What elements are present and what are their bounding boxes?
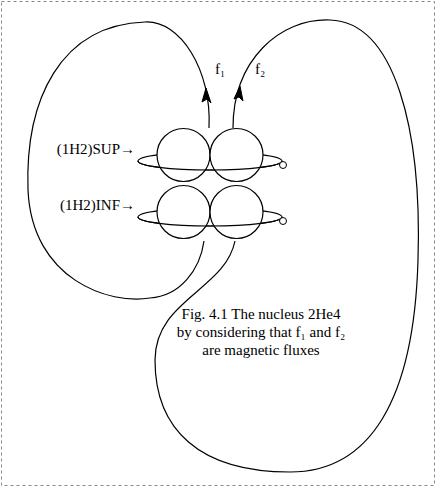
figure-caption: Fig. 4.1 The nucleus 2He4 by considering… [172,305,350,359]
nucleon-circle [210,129,263,182]
ring-end-dot [280,218,287,225]
flux-loop [155,20,418,472]
flux-arrowhead [234,86,243,101]
flux-label: f₂ [254,60,266,78]
nucleon-circle [157,129,210,182]
ring-end-dot [280,162,287,169]
orbit-ring-front [138,161,282,170]
nucleon-circle [210,186,263,239]
orbit-ring-front [138,217,282,226]
flux-label: f₁ [214,60,226,78]
flux-arrowhead [202,88,211,103]
pair-label: (1H2)SUP→ [56,140,136,158]
flux-loop [28,22,209,299]
nucleon-circle [157,186,210,239]
pair-label: (1H2)INF→ [59,196,136,214]
